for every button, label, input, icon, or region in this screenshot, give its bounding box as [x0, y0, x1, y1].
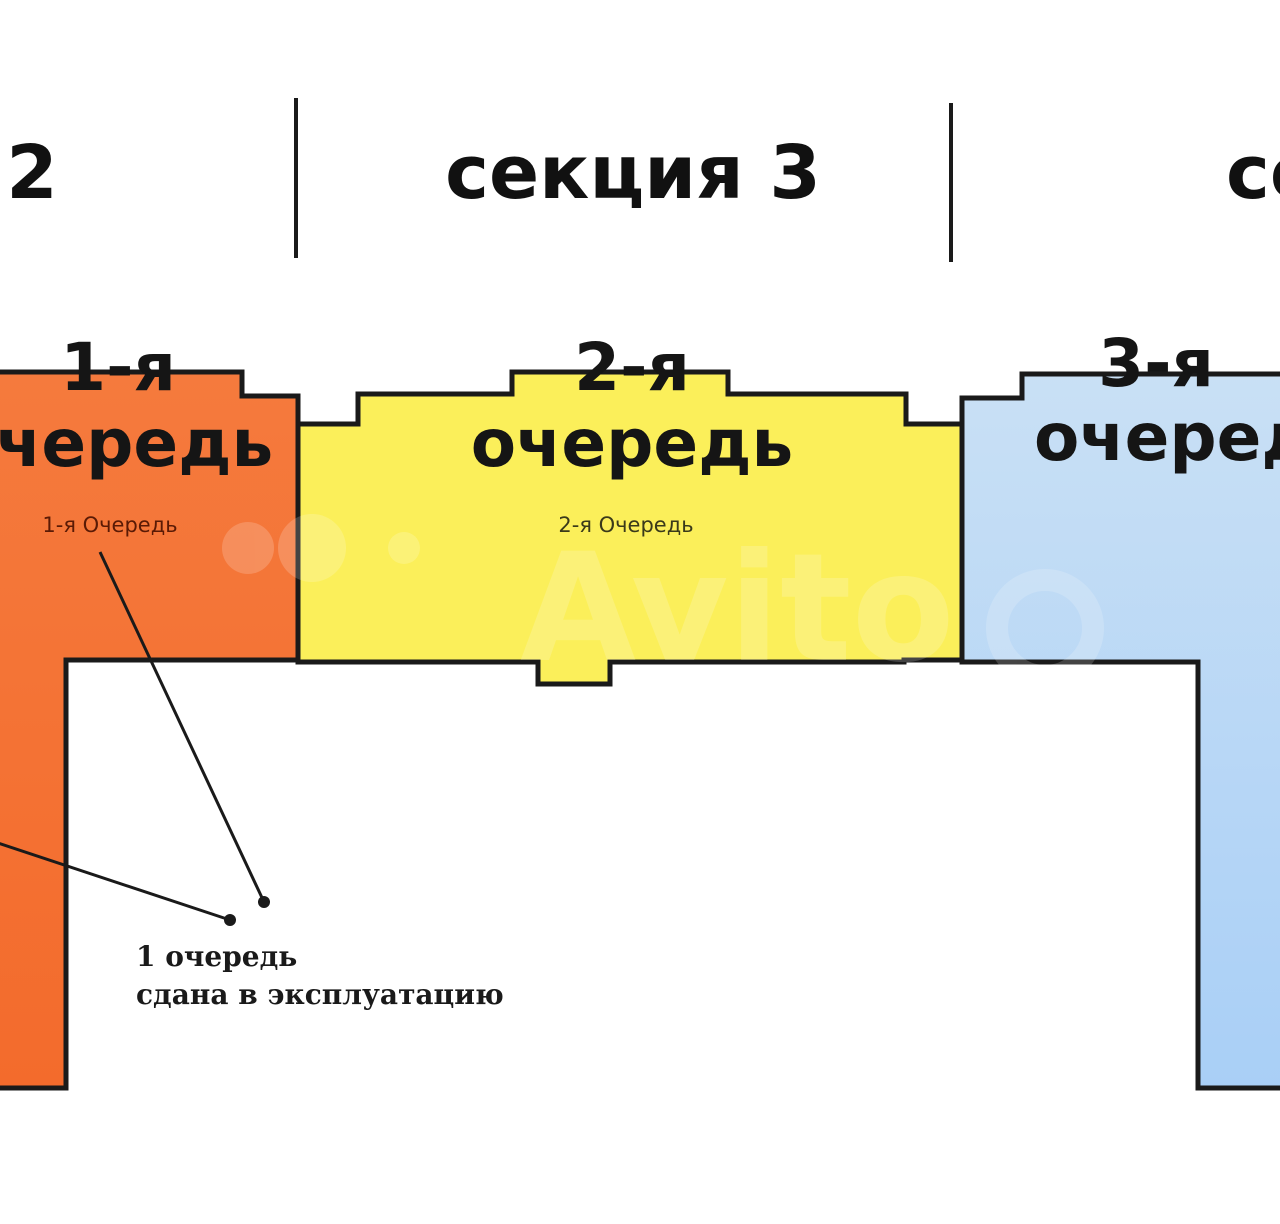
- phase-1-title-line2: очередь: [0, 405, 273, 482]
- phase-3-title-line2: очередь: [1034, 399, 1280, 476]
- leader-line-1: [98, 551, 266, 903]
- phase-1-title-line1: 1-я: [60, 329, 176, 406]
- phase-1-subtitle: 1-я Очередь: [42, 513, 177, 537]
- phase-2-title-line1: 2-я: [574, 329, 690, 406]
- phase-3-block: [959, 371, 1280, 1091]
- leader-dot-1: [258, 896, 270, 908]
- annotation-line1: 1 очередь: [136, 940, 297, 973]
- section-label-4: се: [1226, 130, 1280, 216]
- phase-2-title-line2: очередь: [471, 405, 793, 482]
- phase-1-notch-outline: [220, 369, 298, 399]
- annotation-line2: сдана в эксплуатацию: [136, 978, 504, 1011]
- leader-dot-2: [224, 914, 236, 926]
- phase-1-notch-mask: [242, 366, 298, 394]
- leader-line-2: [0, 842, 231, 922]
- phase-3-title-line1: 3-я: [1098, 325, 1214, 402]
- phase-2-subtitle: 2-я Очередь: [558, 513, 693, 537]
- section-label-3: секция 3: [445, 130, 821, 216]
- watermark-text: Avito: [520, 522, 955, 696]
- watermark: Avito: [222, 514, 1104, 696]
- section-label-2: 2: [6, 130, 58, 216]
